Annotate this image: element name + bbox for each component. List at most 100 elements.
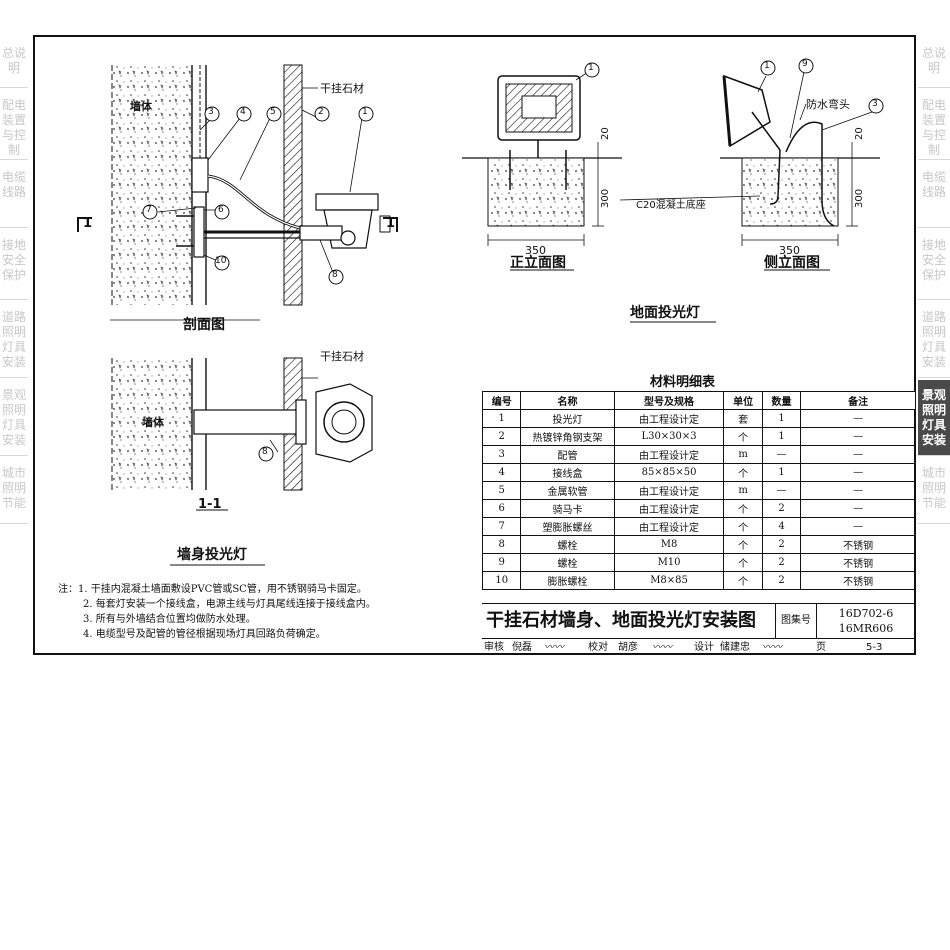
- left-side-tab: 道路照明灯具安装: [0, 302, 28, 378]
- plan-stone-label: 干挂石材: [320, 350, 364, 363]
- atlas-label: 图集号: [775, 604, 817, 638]
- table-header: 数量: [761, 391, 802, 410]
- notes: 注：1. 干挂内混凝土墙面敷设PVC管或SC管，用不锈钢骑马卡固定。 2. 每套…: [58, 582, 376, 642]
- note-line: 2. 每套灯安装一个接线盒，电源主线与灯具尾线连接于接线盒内。: [83, 599, 376, 610]
- waterproof-label: 防水弯头: [806, 98, 850, 111]
- table-cell: 由工程设计定: [613, 481, 725, 500]
- checker-signature: 〰〰: [652, 642, 672, 653]
- side-view-title: 侧立面图: [764, 255, 820, 271]
- table-cell: 螺栓: [520, 535, 615, 554]
- callout-3: 3: [208, 107, 214, 117]
- side-tab[interactable]: 电缆线路: [918, 162, 950, 228]
- table-cell: 由工程设计定: [613, 445, 725, 464]
- ground-light-title: 地面投光灯: [630, 305, 700, 321]
- left-side-tab: 景观照明灯具安装: [0, 380, 28, 456]
- table-cell: —: [800, 517, 916, 536]
- ground-side-view: [619, 58, 884, 323]
- side-tab[interactable]: 道路照明灯具安装: [918, 302, 950, 378]
- section-mark-right: 1: [386, 216, 396, 231]
- table-cell: 10: [481, 571, 522, 590]
- section-view: [77, 64, 398, 321]
- atlas-number-2: 16MR606: [838, 622, 894, 635]
- front-view-title: 正立面图: [510, 255, 566, 271]
- note-line: 4. 电缆型号及配管的管径根据现场灯具回路负荷确定。: [83, 629, 326, 640]
- table-cell: 配管: [520, 445, 615, 464]
- wall-label: 墙体: [130, 100, 152, 113]
- table-cell: 投光灯: [520, 409, 615, 428]
- table-cell: 个: [723, 499, 763, 518]
- table-cell: —: [800, 499, 916, 518]
- table-cell: —: [800, 481, 916, 500]
- side-tab[interactable]: 配电装置与控制: [918, 90, 950, 160]
- left-side-tab: 配电装置与控制: [0, 90, 28, 160]
- plan-view: [111, 357, 373, 566]
- callout-5: 5: [270, 107, 276, 117]
- side-callout-1: 1: [764, 61, 770, 71]
- table-cell: 2: [761, 571, 802, 590]
- signature-row: 审核 倪磊 〰〰 校对 胡彦 〰〰 设计 储建忠 〰〰 页 5-3: [482, 638, 916, 657]
- ground-front-view: [462, 62, 622, 271]
- table-header: 备注: [800, 391, 916, 410]
- page-label: 页: [816, 642, 826, 653]
- atlas-number: 16D702-6 16MR606: [816, 606, 916, 636]
- table-cell: 金属软管: [520, 481, 615, 500]
- designer-signature: 〰〰: [762, 642, 782, 653]
- table-cell: M8: [613, 535, 725, 554]
- table-cell: 8: [481, 535, 522, 554]
- table-cell: 个: [723, 517, 763, 536]
- review-label: 审核: [484, 642, 504, 653]
- table-cell: 螺栓: [520, 553, 615, 572]
- table-cell: 3: [481, 445, 522, 464]
- table-header: 单位: [723, 391, 763, 410]
- table-cell: 个: [723, 571, 763, 590]
- drawing-title: 干挂石材墙身、地面投光灯安装图: [486, 610, 756, 631]
- table-cell: 1: [761, 427, 802, 446]
- table-cell: M10: [613, 553, 725, 572]
- table-cell: 85×85×50: [613, 463, 725, 482]
- table-cell: —: [800, 427, 916, 446]
- table-cell: —: [800, 463, 916, 482]
- page-number: 5-3: [866, 642, 883, 653]
- note-line: 注：1. 干挂内混凝土墙面敷设PVC管或SC管，用不锈钢骑马卡固定。: [58, 584, 367, 595]
- table-cell: 不锈钢: [800, 553, 916, 572]
- side-tab[interactable]: 总说明: [918, 38, 950, 88]
- table-cell: 不锈钢: [800, 535, 916, 554]
- table-cell: 个: [723, 427, 763, 446]
- callout-10: 10: [215, 256, 227, 266]
- table-cell: —: [761, 445, 802, 464]
- side-tab[interactable]: 接地安全保护: [918, 230, 950, 300]
- front-dim-top: 20: [600, 127, 611, 140]
- callout-6: 6: [218, 205, 224, 215]
- table-cell: 骑马卡: [520, 499, 615, 518]
- plan-callout-8: 8: [262, 447, 268, 457]
- stone-label: 干挂石材: [320, 82, 364, 95]
- table-cell: 2: [481, 427, 522, 446]
- table-cell: 个: [723, 535, 763, 554]
- table-cell: —: [800, 409, 916, 428]
- left-side-tab: 电缆线路: [0, 162, 28, 228]
- table-cell: 个: [723, 553, 763, 572]
- drawing-frame: [33, 35, 916, 655]
- table-cell: 塑膨胀螺丝: [520, 517, 615, 536]
- callout-4: 4: [240, 107, 246, 117]
- side-dim-width: 350: [779, 244, 800, 257]
- table-cell: 套: [723, 409, 763, 428]
- side-tab[interactable]: 景观照明灯具安装: [918, 380, 950, 456]
- plan-section-label: 1-1: [198, 497, 222, 512]
- table-cell: 7: [481, 517, 522, 536]
- reviewer-signature: 〰〰: [544, 642, 564, 653]
- table-cell: 由工程设计定: [613, 517, 725, 536]
- table-cell: m: [723, 481, 763, 500]
- side-tab[interactable]: 城市照明节能: [918, 458, 950, 524]
- base-label: C20混凝土底座: [636, 200, 706, 211]
- table-cell: —: [800, 445, 916, 464]
- left-side-tab: 城市照明节能: [0, 458, 28, 524]
- wall-light-title: 墙身投光灯: [177, 547, 247, 563]
